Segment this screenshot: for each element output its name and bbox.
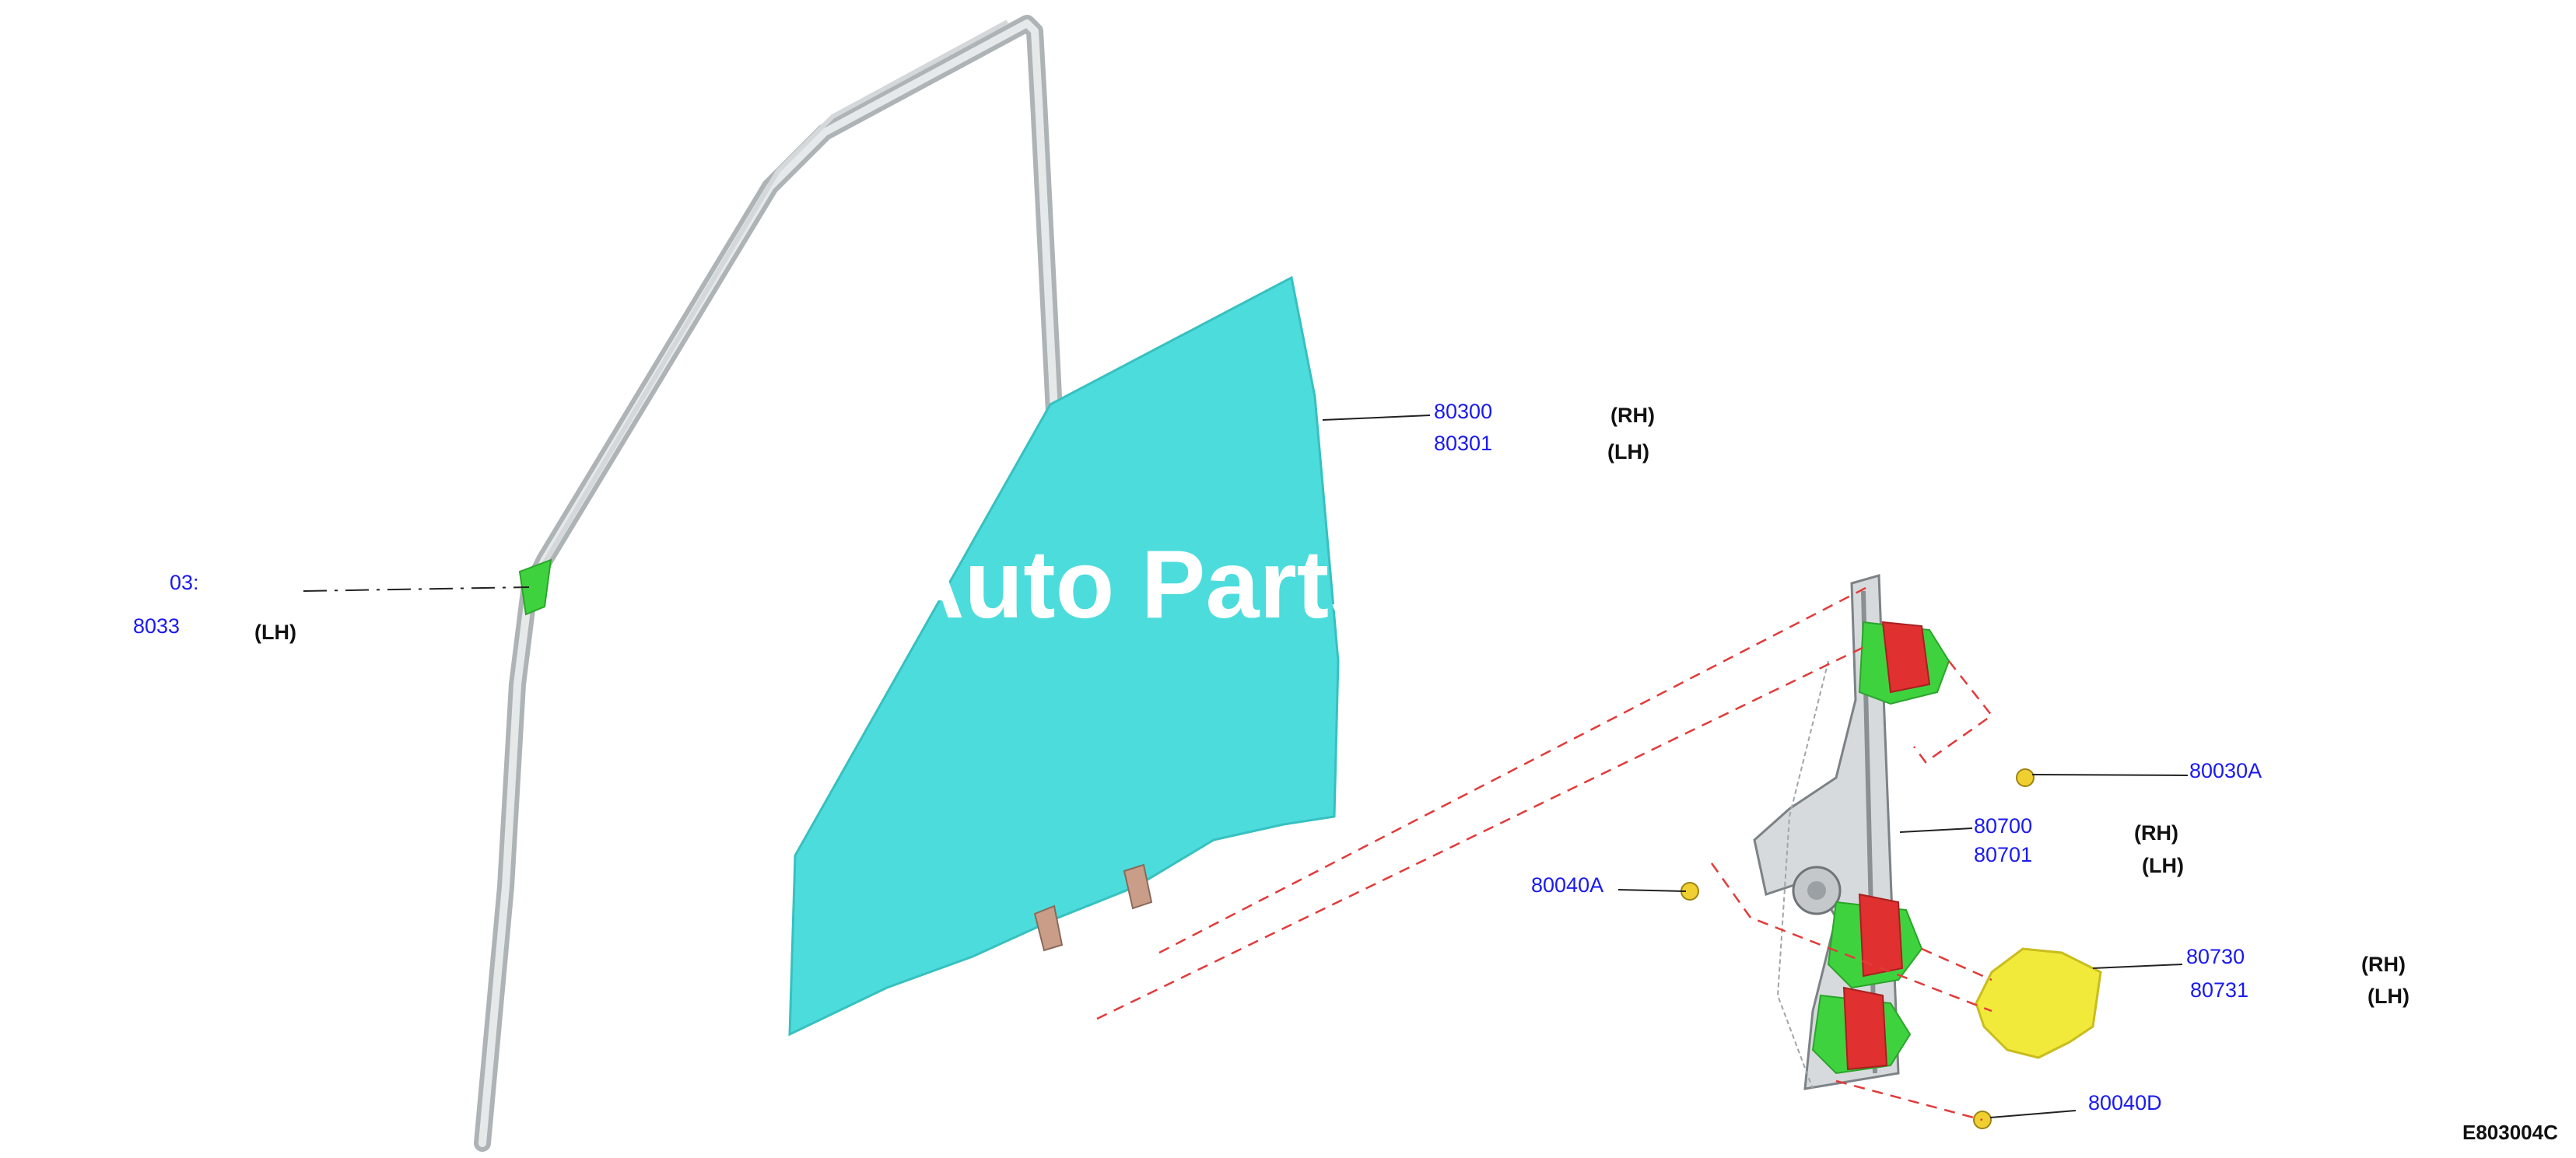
watermark: Auto Parts [895, 531, 1383, 638]
side-label-rh: (RH) [2134, 821, 2178, 845]
regulator-motor [1975, 947, 2102, 1059]
part-number-80730[interactable]: 80730 [2186, 945, 2245, 968]
side-label-lh: (LH) [254, 621, 296, 644]
door-glass [788, 275, 1340, 1037]
door-frame [474, 15, 1063, 1152]
window-regulator [1753, 574, 1950, 1090]
channel-clip [518, 558, 552, 616]
side-label-rh: (RH) [1610, 404, 1655, 427]
side-label-rh: (RH) [2361, 953, 2406, 976]
part-number-80040A[interactable]: 80040A [1531, 873, 1604, 897]
part-number-80701[interactable]: 80701 [1974, 843, 2033, 866]
part-number-channel-lh[interactable]: 8033 [133, 614, 180, 638]
part-number-80301[interactable]: 80301 [1434, 432, 1493, 455]
side-label-lh: (LH) [2367, 985, 2410, 1008]
figure-code: E803004C [2462, 1121, 2558, 1144]
assembly-leaders [1096, 586, 1993, 1121]
part-number-channel-rh[interactable]: 03: [170, 571, 199, 594]
callout-leaders [303, 415, 2189, 1118]
part-number-80030A[interactable]: 80030A [2189, 759, 2262, 782]
part-number-80300[interactable]: 80300 [1434, 400, 1493, 423]
side-label-lh: (LH) [2142, 854, 2184, 877]
part-number-80040D[interactable]: 80040D [2088, 1091, 2162, 1114]
part-number-80731[interactable]: 80731 [2190, 978, 2249, 1002]
glass-clips [1033, 863, 1153, 952]
side-label-lh: (LH) [1607, 440, 1649, 464]
part-number-80700[interactable]: 80700 [1974, 814, 2033, 838]
bolt-80030A [2016, 768, 2035, 787]
